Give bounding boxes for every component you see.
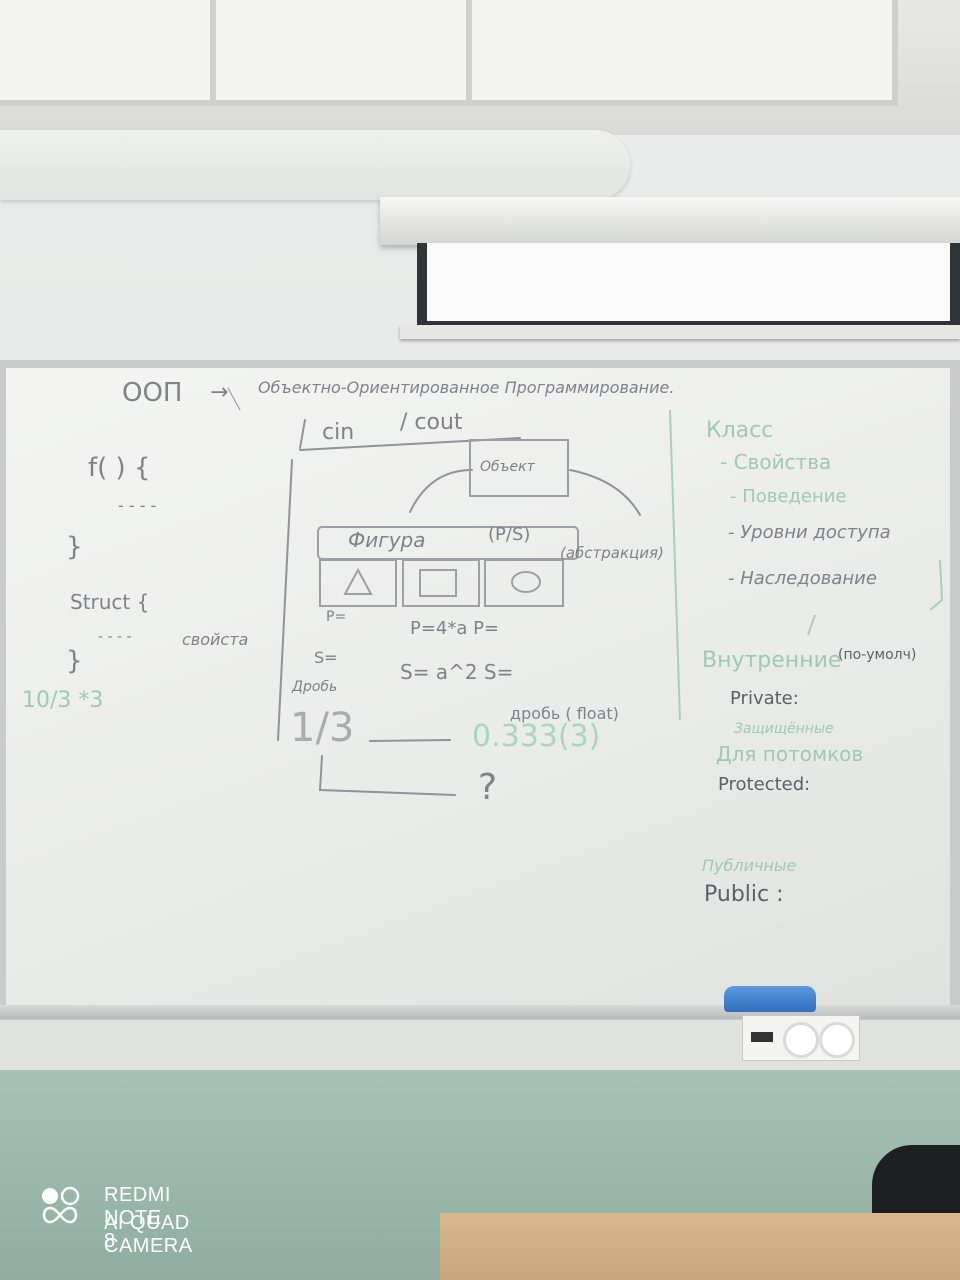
- text-figure: Фигура: [348, 528, 426, 552]
- text-protected-ru2: Для потомков: [716, 742, 864, 766]
- text-struct: Struct {: [70, 590, 150, 614]
- ceiling-tile: [216, 0, 472, 106]
- text-class-behavior: - Поведение: [730, 486, 847, 507]
- text-func: f( ) {: [88, 453, 151, 483]
- text-one-third: 1/3: [290, 705, 355, 751]
- ceiling-tile: [0, 0, 216, 106]
- text-class-props: - Свойства: [720, 450, 832, 474]
- watermark-line1: REDMI NOTE 8: [104, 1184, 171, 1252]
- power-sockets: [742, 1015, 860, 1061]
- text-public-ru: Публичные: [702, 856, 797, 875]
- text-arrow: →: [210, 380, 229, 405]
- text-private: Private:: [730, 688, 799, 709]
- socket: [819, 1022, 855, 1058]
- circle-shape: [511, 571, 541, 593]
- text-class: Класс: [706, 418, 774, 443]
- projector-screen-bar: [400, 325, 960, 339]
- arrow-line: [369, 739, 451, 742]
- text-dashes: - - - -: [118, 496, 157, 515]
- arrow-curve: [569, 469, 641, 516]
- triangle-shape: [343, 567, 373, 595]
- text-close-brace: }: [66, 532, 83, 562]
- text-ps: (P/S): [488, 524, 531, 545]
- text-s-formula: S= a^2 S=: [400, 660, 514, 684]
- text-struct-dashes: - - - -: [98, 629, 132, 645]
- text-cin: cin: [322, 420, 355, 445]
- square-shape: [419, 569, 457, 597]
- text-default: (по-умолч): [838, 647, 917, 663]
- text-cout: / cout: [400, 410, 463, 435]
- text-object: Объект: [480, 459, 535, 475]
- text-fraction-label: Дробь: [292, 679, 338, 695]
- text-calc: 10/3 *3: [22, 688, 104, 713]
- air-duct: [0, 130, 630, 200]
- text-class-access: - Уровни доступа: [728, 522, 891, 543]
- text-class-inherit: - Наследование: [728, 568, 877, 589]
- text-oop: ООП: [122, 378, 183, 408]
- arrow-line: [318, 755, 456, 796]
- green-bracket: [669, 409, 681, 721]
- text-p-eq: P=: [326, 609, 347, 625]
- whiteboard: [6, 368, 950, 1008]
- text-internal: Внутренние: [702, 648, 842, 673]
- circle-box: [484, 559, 564, 607]
- switch: [751, 1032, 773, 1042]
- divider-line: [299, 419, 306, 449]
- camera-logo-icon: [42, 1186, 80, 1224]
- text-fraction-float: дробь ( float): [510, 704, 619, 723]
- green-arrow: [807, 614, 816, 636]
- socket: [783, 1022, 819, 1058]
- eraser: [724, 986, 816, 1012]
- text-question: ?: [478, 767, 498, 808]
- text-protected: Protected:: [718, 774, 811, 795]
- ceiling: [0, 0, 960, 140]
- text-abstraction: (абстракция): [560, 544, 664, 562]
- projector-screen-housing: [380, 197, 960, 245]
- object-box: [469, 439, 569, 497]
- desk: [440, 1213, 960, 1280]
- green-bracket: [929, 559, 944, 611]
- arrow-curve: [409, 469, 473, 513]
- text-props: свойста: [182, 630, 249, 649]
- square-box: [402, 559, 480, 607]
- text-decimal: 0.333(3): [472, 719, 601, 754]
- whiteboard-tray: [0, 1005, 960, 1019]
- watermark-line2: AI QUAD CAMERA: [104, 1212, 193, 1257]
- text-oop-title: Объектно-Ориентированное Программировани…: [258, 378, 675, 397]
- ceiling-tile: [472, 0, 898, 106]
- text-p-formula: P=4*a P=: [410, 618, 500, 639]
- text-close-brace-2: }: [66, 646, 83, 676]
- text-public: Public :: [704, 882, 784, 907]
- triangle-box: [319, 559, 397, 607]
- text-protected-ru1: Защищённые: [734, 721, 834, 737]
- chair: [872, 1145, 960, 1215]
- divider-line: [277, 459, 293, 741]
- text-s-eq: S=: [314, 648, 338, 667]
